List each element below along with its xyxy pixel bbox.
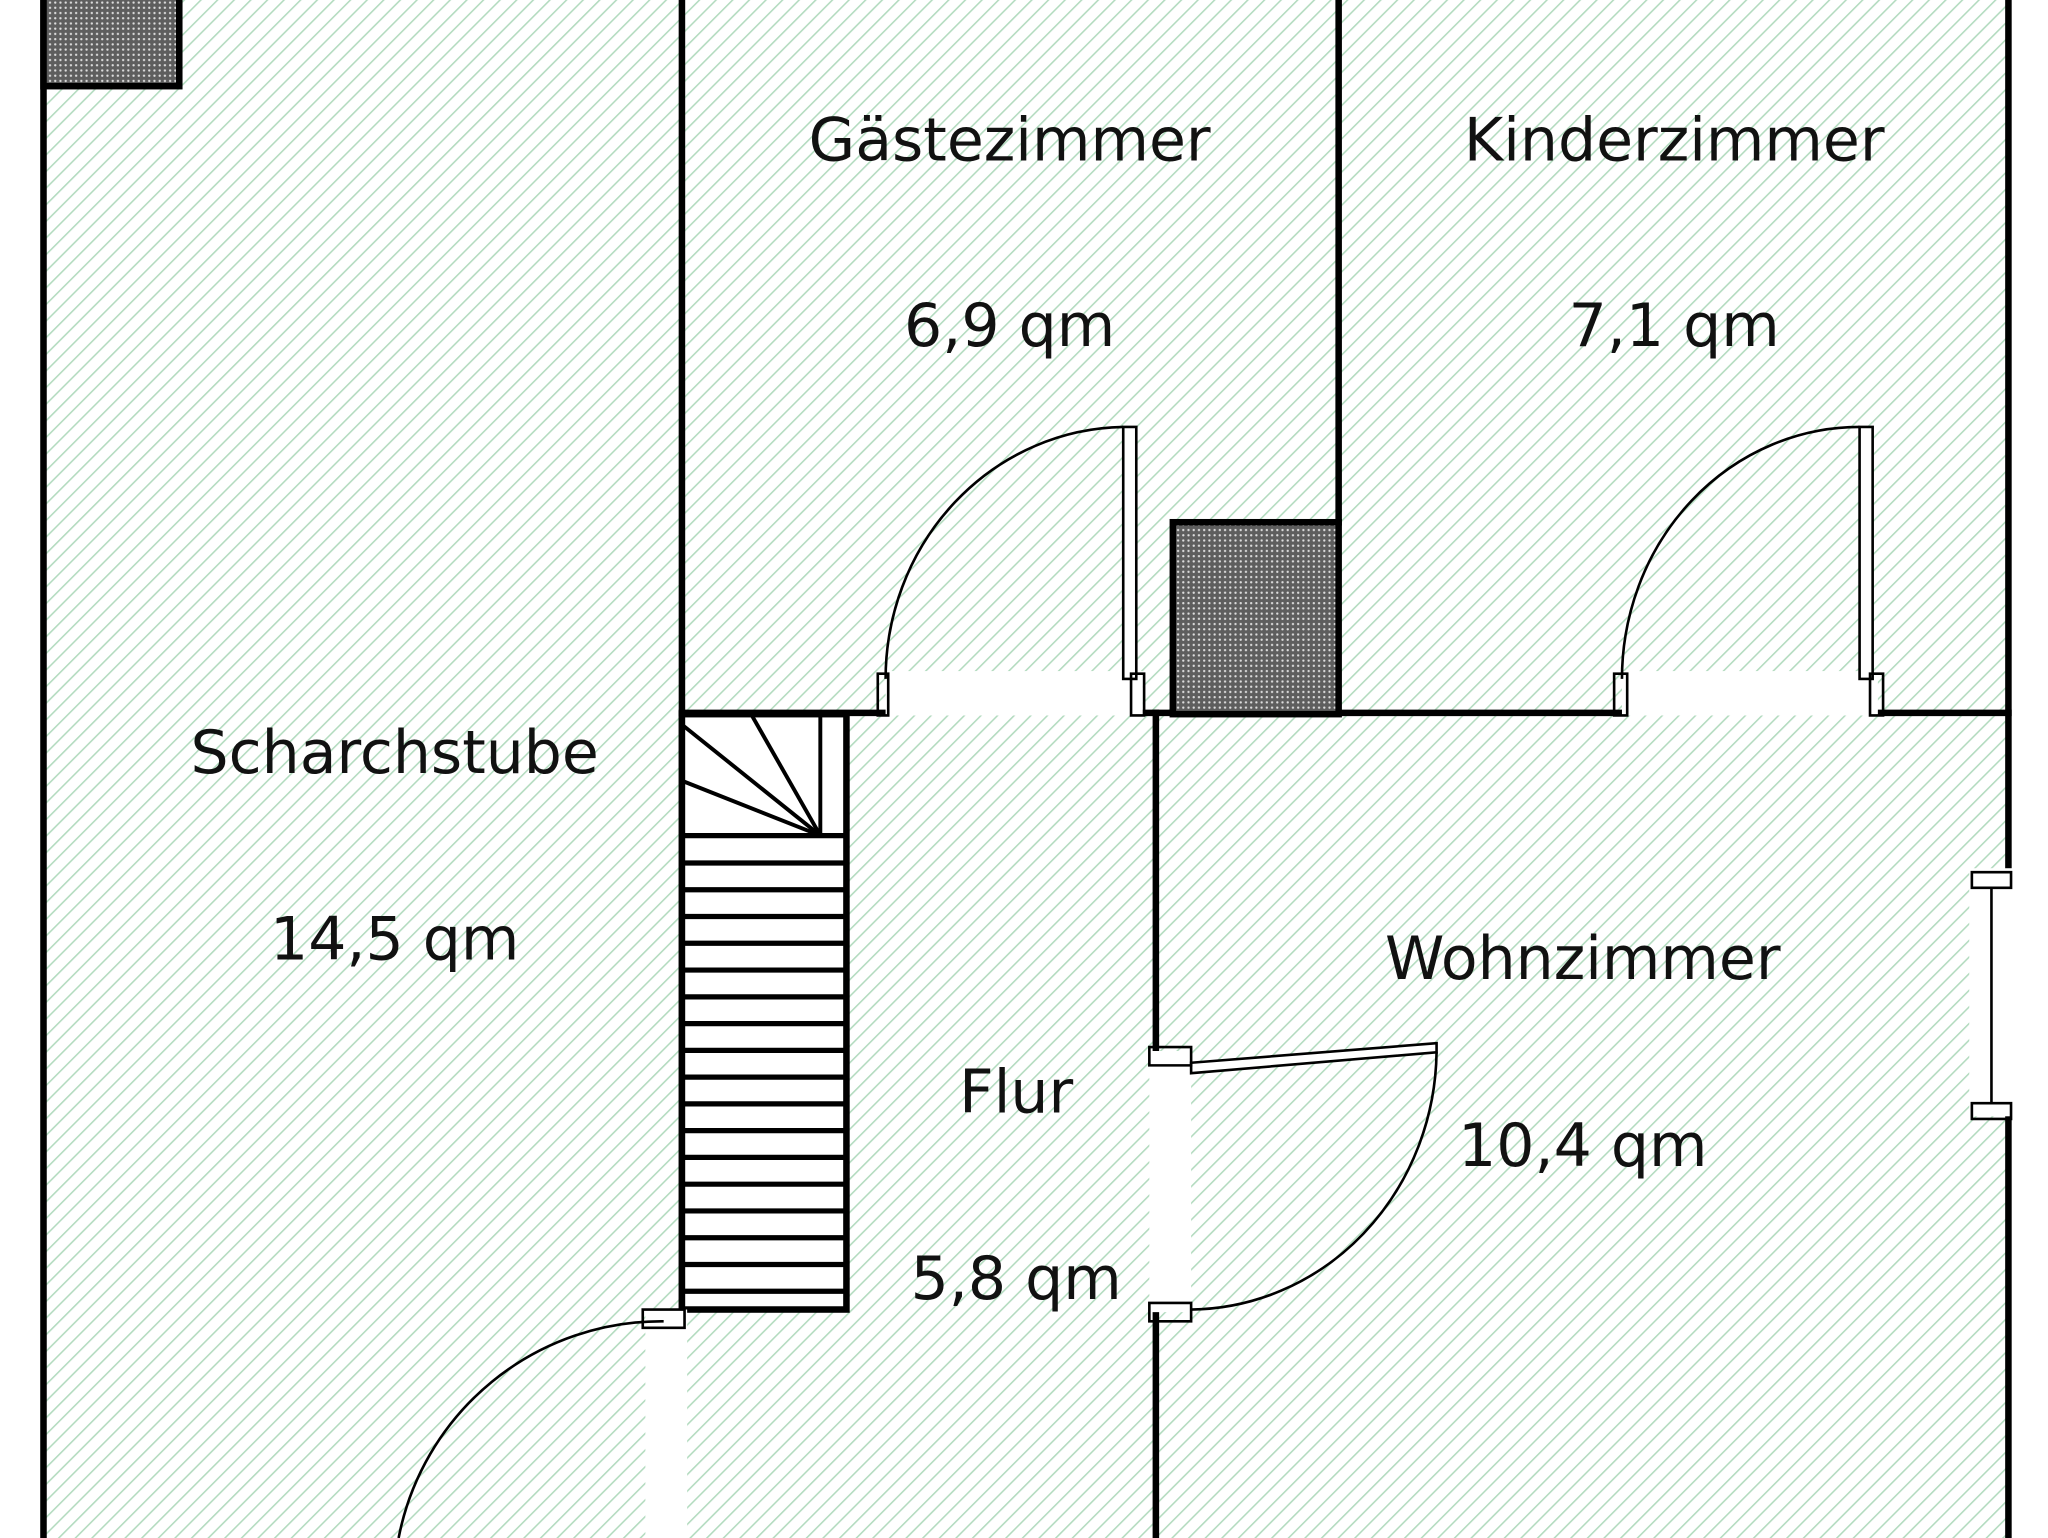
chimney-top-left [40, 0, 183, 90]
room-name: Wohnzimmer [1385, 924, 1781, 994]
floor-area [43, 0, 2009, 1538]
room-wohnzimmer: Wohnzimmer 10,4 qm [1385, 924, 1781, 1181]
room-flur: Flur 5,8 qm [911, 1057, 1122, 1314]
room-area: 14,5 qm [270, 905, 519, 975]
window-wohnzimmer [1969, 868, 2014, 1121]
staircase [678, 710, 850, 1313]
room-area: 5,8 qm [911, 1244, 1122, 1314]
room-name: Kinderzimmer [1464, 106, 1885, 176]
room-name: Scharchstube [191, 718, 599, 788]
room-kinderzimmer: Kinderzimmer 7,1 qm [1464, 106, 1885, 361]
room-name: Gästezimmer [809, 106, 1211, 176]
door-gaestezimmer [876, 425, 1146, 717]
chimney-center [1169, 518, 1342, 718]
room-area: 10,4 qm [1458, 1111, 1707, 1181]
door-wohnzimmer [1148, 1041, 1438, 1323]
room-name: Flur [959, 1057, 1073, 1127]
door-kinderzimmer [1612, 425, 1885, 717]
room-scharchstube: Scharchstube 14,5 qm [191, 718, 599, 975]
walls [40, 0, 2012, 1538]
room-area: 6,9 qm [904, 291, 1115, 361]
room-gaestezimmer: Gästezimmer 6,9 qm [809, 106, 1211, 361]
room-area: 7,1 qm [1569, 291, 1780, 361]
door-entrance [397, 1308, 688, 1538]
